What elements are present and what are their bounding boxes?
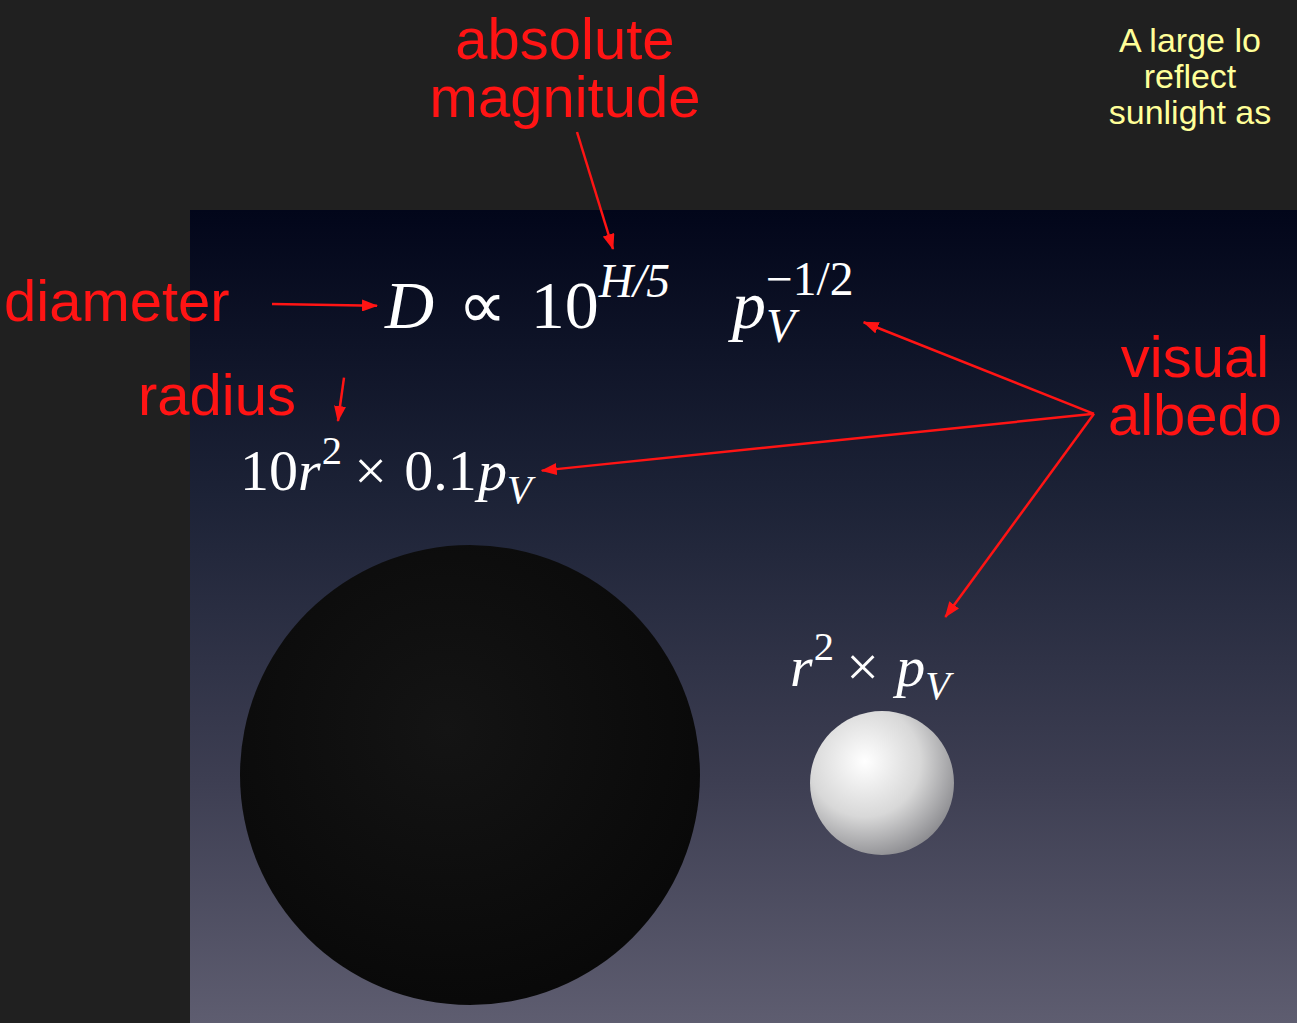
script-stack: −1/2V	[766, 256, 854, 351]
leader-arrow	[542, 414, 1094, 471]
superscript: 2	[814, 623, 834, 672]
leader-arrow	[577, 132, 613, 249]
subscript: V	[766, 303, 854, 351]
formula-symbol: p	[732, 265, 766, 347]
formula-symbol: r	[298, 436, 321, 506]
callout-label: radius	[138, 366, 338, 424]
note-text: A large lo reflect sunlight as	[1090, 22, 1290, 130]
superscript: −1/2	[766, 256, 854, 304]
subscript: V	[507, 466, 532, 515]
formula-symbol: 10	[531, 265, 599, 347]
formula-symbol: ∝	[458, 265, 507, 347]
formula-symbol: ×	[846, 632, 879, 702]
formula: 10r2×0.1pV	[240, 427, 532, 514]
formula-symbol: D	[385, 265, 434, 347]
callout-label: diameter	[4, 272, 264, 330]
formula-symbol: p	[896, 632, 925, 702]
leader-arrow	[945, 414, 1094, 617]
leader-arrow	[338, 378, 344, 421]
superscript: H/5	[599, 253, 670, 310]
formula-symbol: 0.1	[404, 436, 477, 506]
leader-arrow	[272, 304, 377, 306]
formula: r2×pV	[790, 623, 950, 710]
superscript: 2	[322, 427, 342, 476]
formula-symbol: r	[790, 632, 813, 702]
callout-label: visual albedo	[1100, 328, 1290, 444]
dark-asteroid	[240, 545, 700, 1005]
formula-symbol: 10	[240, 436, 298, 506]
bright-asteroid	[810, 711, 954, 855]
leader-arrow	[864, 322, 1094, 414]
subscript: V	[925, 662, 950, 711]
formula-symbol: ×	[354, 436, 387, 506]
callout-label: absolute magnitude	[415, 10, 715, 126]
formula-symbol: p	[478, 436, 507, 506]
formula: D ∝ 10H/5 p−1/2V	[385, 253, 854, 351]
